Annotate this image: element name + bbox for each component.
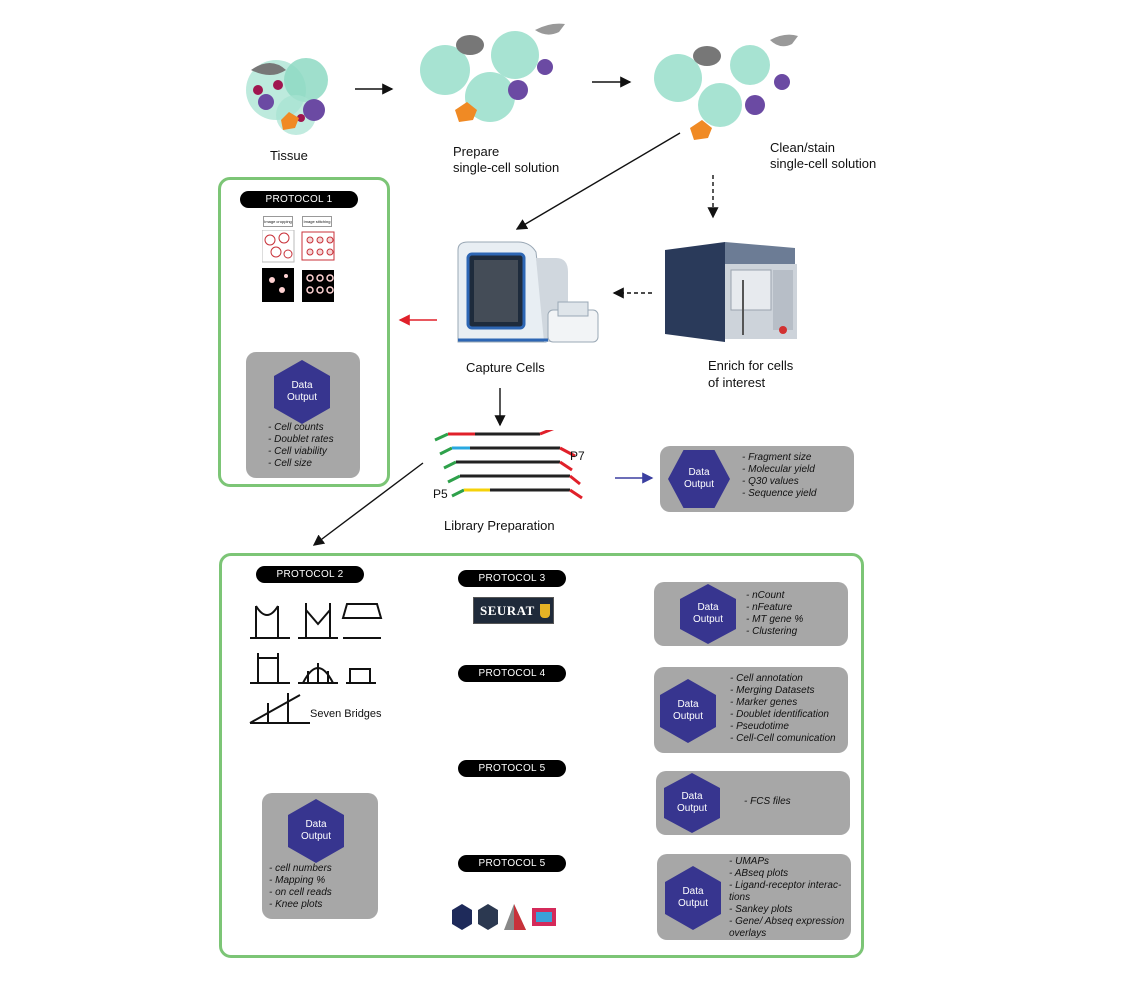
- p7-label: P7: [570, 449, 585, 463]
- stage-enrich-label-1: Enrich for cells: [708, 358, 794, 373]
- protocol5b-output-item: overlays: [729, 928, 767, 939]
- protocol5-output-item: - FCS files: [744, 796, 791, 807]
- p5-label: P5: [433, 487, 448, 501]
- protocol4-output-list: - Cell annotation - Merging Datasets - M…: [730, 673, 836, 745]
- protocol4-output-item: - Pseudotime: [730, 721, 789, 732]
- library-output-item: - Q30 values: [742, 476, 799, 487]
- cell-image-grid: [262, 230, 335, 302]
- library-fragments-illustration: [434, 430, 583, 500]
- image-cropping-thumb: Image cropping: [263, 216, 293, 227]
- protocol1-label: PROTOCOL 1: [240, 191, 358, 208]
- seven-bridges-label: Seven Bridges: [310, 708, 382, 720]
- stage-prepare-label-2: single-cell solution: [453, 160, 560, 175]
- stage-clean-label-1: Clean/stain: [770, 140, 836, 155]
- protocol4-output-item: - Doublet identification: [730, 709, 829, 720]
- protocol4-output-item: - Marker genes: [730, 697, 798, 708]
- library-output-item: - Molecular yield: [742, 464, 815, 475]
- seurat-logo-text: SEURAT: [480, 602, 535, 618]
- protocol1-output-item: - Cell size: [268, 458, 312, 469]
- protocol5-label: PROTOCOL 5: [458, 760, 566, 777]
- protocol1-output-list: - Cell counts - Doublet rates - Cell via…: [268, 422, 334, 470]
- protocol4-output-item: - Merging Datasets: [730, 685, 815, 696]
- protocol5b-output-item: - Gene/ Abseq expression: [729, 916, 845, 927]
- stage-tissue-label: Tissue: [270, 148, 308, 163]
- protocol1-output-item: - Cell counts: [268, 422, 324, 433]
- protocol3-label: PROTOCOL 3: [458, 570, 566, 587]
- protocol2-output-item: - Knee plots: [269, 899, 323, 910]
- protocol5b-output-item: tions: [729, 892, 751, 903]
- protocol5b-output-item: - UMAPs: [729, 856, 769, 867]
- protocol3-output-item: - nFeature: [746, 602, 793, 613]
- protocol2-label: PROTOCOL 2: [256, 566, 364, 583]
- prepare-cluster-illustration: [420, 23, 565, 122]
- protocol5b-output-list: - UMAPs - ABseq plots - Ligand-receptor …: [729, 856, 844, 940]
- image-stitching-thumb: Image stitching: [302, 216, 332, 227]
- library-output-list: - Fragment size - Molecular yield - Q30 …: [742, 452, 817, 500]
- clean-cluster-illustration: [654, 34, 798, 140]
- protocol1-output-item: - Doublet rates: [268, 434, 334, 445]
- protocol4-label: PROTOCOL 4: [458, 665, 566, 682]
- protocol3-output-item: - MT gene %: [746, 614, 804, 625]
- protocol5b-label: PROTOCOL 5: [458, 855, 566, 872]
- protocol5b-output-item: - ABseq plots: [729, 868, 789, 879]
- protocol4-output-item: - Cell annotation: [730, 673, 803, 684]
- protocol5b-output-item: - Sankey plots: [729, 904, 793, 915]
- protocol3-output-item: - nCount: [746, 590, 785, 601]
- flask-icon: [539, 603, 550, 618]
- protocol2-output-item: - Mapping %: [269, 875, 326, 886]
- stage-enrich-label-2: of interest: [708, 375, 766, 390]
- seurat-logo: SEURAT: [473, 597, 554, 624]
- protocol3-output-list: - nCount - nFeature - MT gene % - Cluste…: [746, 590, 803, 638]
- protocol3-output-item: - Clustering: [746, 626, 798, 637]
- protocol1-output-item: - Cell viability: [268, 446, 327, 457]
- cell-sorter-illustration: [665, 242, 797, 342]
- stage-capture-label: Capture Cells: [466, 360, 545, 375]
- tissue-cluster-illustration: [246, 58, 328, 135]
- seven-bridges-logo: [249, 603, 383, 724]
- protocol2-output-list: - cell numbers - Mapping % - on cell rea…: [269, 863, 332, 911]
- visualization-tools-logos: [452, 904, 556, 930]
- arrow-library-to-protocol2: [312, 462, 424, 546]
- protocol5b-output-item: - Ligand-receptor interac-: [729, 880, 842, 891]
- library-output-item: - Fragment size: [742, 452, 812, 463]
- arrow-clean-to-capture: [515, 132, 681, 230]
- protocol2-output-item: - on cell reads: [269, 887, 332, 898]
- stage-prepare-label-1: Prepare: [453, 144, 500, 159]
- protocol2-output-item: - cell numbers: [269, 863, 332, 874]
- library-output-item: - Sequence yield: [742, 488, 817, 499]
- stage-clean-label-2: single-cell solution: [770, 156, 877, 171]
- protocol5-output-list: - FCS files: [744, 796, 791, 808]
- protocol4-output-item: - Cell-Cell comunication: [730, 733, 836, 744]
- capture-instrument-illustration: [457, 241, 599, 343]
- stage-library-label: Library Preparation: [444, 518, 555, 533]
